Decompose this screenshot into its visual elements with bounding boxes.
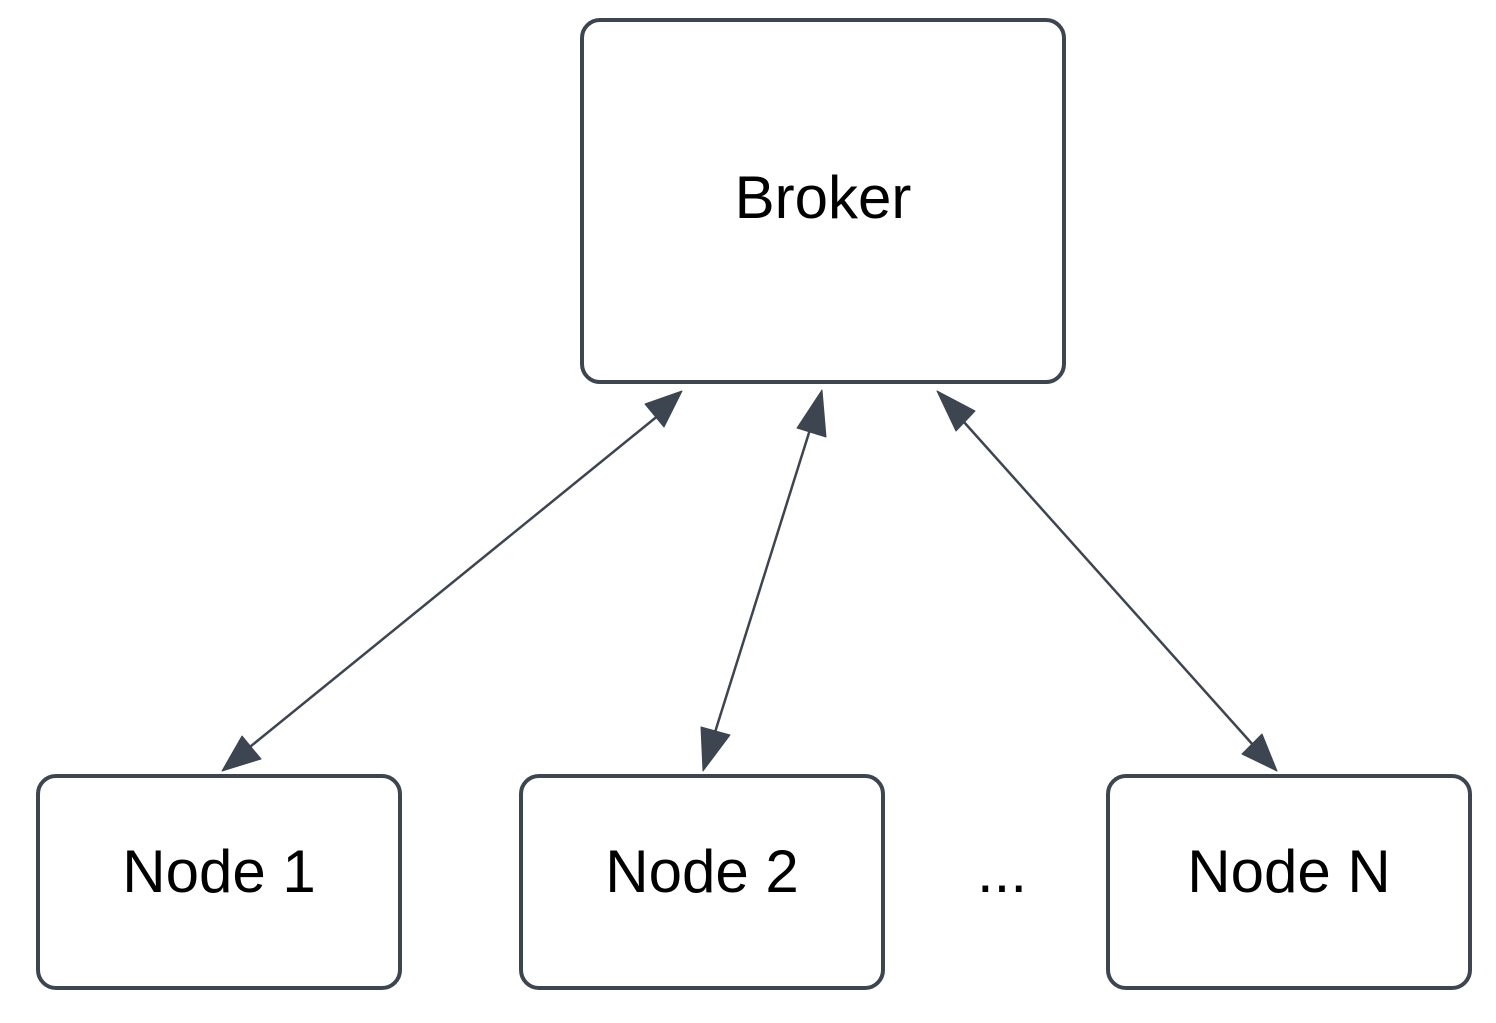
node-n: Node N — [1106, 774, 1472, 990]
arrowhead-up-icon — [936, 390, 976, 432]
arrowhead-down-icon — [700, 726, 731, 772]
arrowhead-down-icon — [1241, 733, 1278, 772]
ellipsis-text: ... — [977, 838, 1027, 905]
node-1-box — [36, 774, 402, 990]
node-n-label: Node N — [1187, 838, 1390, 905]
arrowhead-up-icon — [644, 390, 683, 428]
node-2-box — [519, 774, 885, 990]
broker-node: Broker — [580, 18, 1066, 384]
node-1-label: Node 1 — [122, 838, 315, 905]
connector-line — [709, 419, 815, 746]
broker-label: Broker — [735, 164, 912, 231]
broker-box — [580, 18, 1066, 384]
node-2: Node 2 — [519, 774, 885, 990]
connector-broker-node-1 — [221, 390, 683, 772]
connector-line — [239, 409, 666, 756]
node-1: Node 1 — [36, 774, 402, 990]
connector-broker-node-2 — [700, 389, 827, 772]
connector-line — [954, 411, 1263, 756]
node-2-label: Node 2 — [605, 838, 798, 905]
arrowhead-down-icon — [221, 735, 262, 772]
node-n-box — [1106, 774, 1472, 990]
arrowhead-up-icon — [796, 389, 827, 438]
connector-broker-node-n — [936, 390, 1278, 772]
